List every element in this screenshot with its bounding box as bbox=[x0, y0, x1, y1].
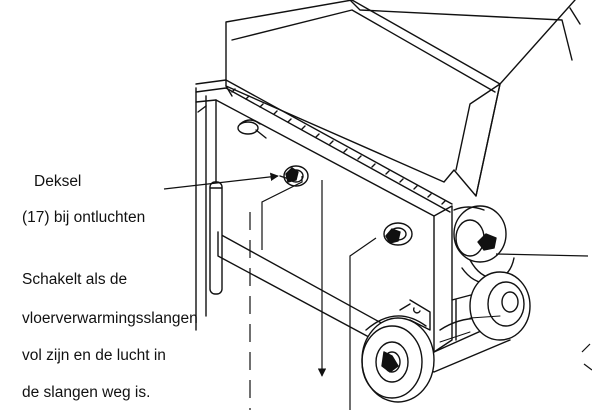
switch-leader-line bbox=[495, 253, 589, 257]
lid-leader-arrow bbox=[163, 172, 279, 190]
left-rod bbox=[209, 181, 223, 295]
label-lid: Deksel bbox=[34, 173, 82, 190]
label-switch-1: Schakelt als de bbox=[22, 271, 128, 288]
rear-fitting bbox=[237, 119, 267, 139]
label-switch-3: vol zijn en de lucht in bbox=[22, 347, 166, 364]
base-hatch bbox=[439, 315, 501, 343]
right-edge-tick bbox=[581, 343, 591, 353]
fitting-switch bbox=[383, 222, 413, 246]
label-switch-2: vloerverwarmingsslangen bbox=[22, 310, 198, 327]
fitting-drop-line bbox=[261, 176, 303, 250]
hinge-bar bbox=[195, 79, 453, 213]
open-lid-panels bbox=[225, 0, 581, 197]
front-wheel bbox=[361, 315, 435, 403]
label-switch-4: de slangen weg is. bbox=[22, 384, 151, 401]
fitting-lid-17 bbox=[279, 165, 309, 187]
rear-wheel bbox=[469, 271, 531, 341]
right-edge-tick-2 bbox=[583, 363, 592, 371]
switch-leader-arrow bbox=[349, 237, 377, 410]
side-drum bbox=[453, 205, 515, 285]
label-lid-number: (17) bij ontluchten bbox=[22, 209, 146, 226]
